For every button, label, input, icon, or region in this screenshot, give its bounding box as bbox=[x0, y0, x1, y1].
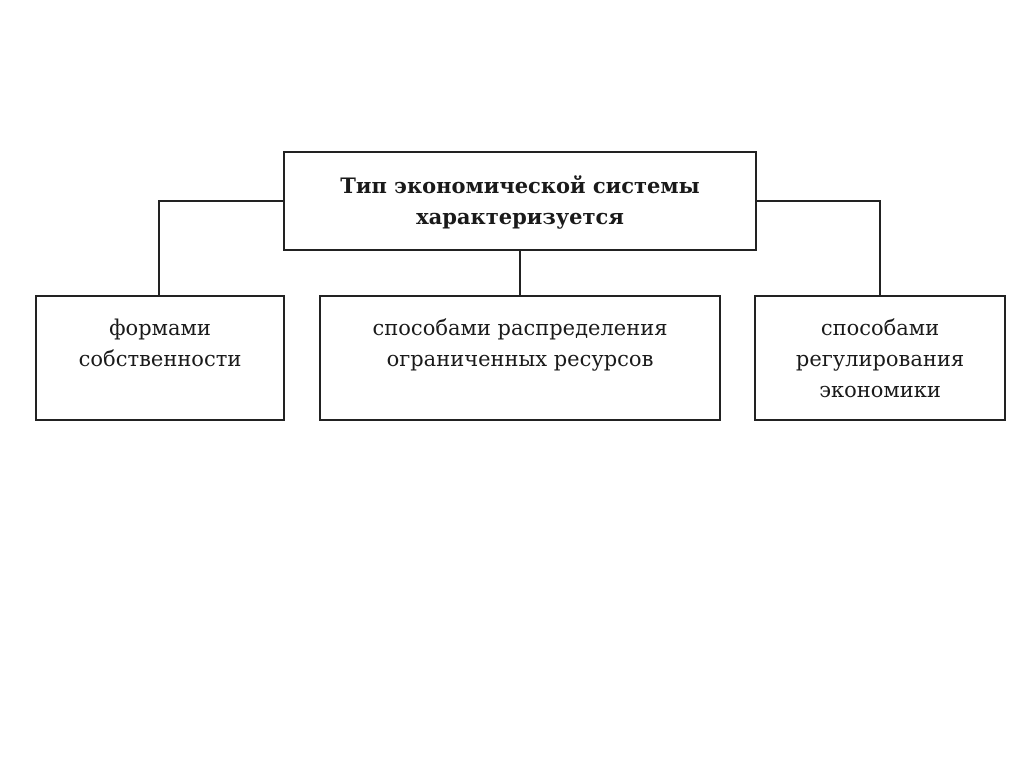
child-node-line-2: собственности bbox=[78, 347, 242, 371]
child-node-economy-regulation: способами регулирования экономики bbox=[754, 295, 1006, 421]
child-node-ownership-forms: формами собственности bbox=[35, 295, 285, 421]
child-node-resource-distribution: способами распределения ограниченных рес… bbox=[319, 295, 721, 421]
connector-right bbox=[757, 200, 881, 295]
root-node-text: Тип экономической системы характеризуетс… bbox=[340, 170, 699, 232]
child-node-line-1: способами bbox=[820, 316, 940, 340]
child-node-line-2: ограниченных ресурсов bbox=[386, 347, 654, 371]
child-node-text: способами распределения ограниченных рес… bbox=[373, 313, 668, 375]
child-node-line-1: формами bbox=[109, 316, 211, 340]
root-node-economic-system-type: Тип экономической системы характеризуетс… bbox=[283, 151, 757, 251]
child-node-line-3: экономики bbox=[819, 378, 941, 402]
root-node-line-2: характеризуется bbox=[416, 204, 624, 229]
connector-left bbox=[158, 200, 283, 295]
child-node-line-2: регулирования bbox=[795, 347, 965, 371]
child-node-line-1: способами распределения bbox=[372, 316, 668, 340]
root-node-line-1: Тип экономической системы bbox=[340, 173, 700, 198]
child-node-text: способами регулирования экономики bbox=[796, 313, 964, 406]
child-node-text: формами собственности bbox=[79, 313, 242, 375]
